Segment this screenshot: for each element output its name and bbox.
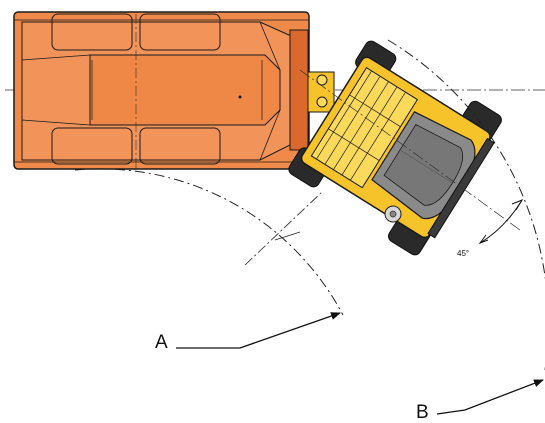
angle-label: 45°	[457, 249, 469, 258]
radius-guide-line	[244, 191, 323, 266]
front-tractor-unit	[288, 40, 502, 256]
articulation-joint	[307, 71, 335, 113]
outer-turning-arc	[387, 39, 545, 370]
leader-line-a	[176, 312, 341, 349]
rear-dump-body	[13, 11, 310, 170]
label-a: A	[155, 332, 168, 353]
leader-line-b	[436, 379, 544, 415]
front-centerline	[299, 69, 521, 231]
steering-angle-indicator: 45°	[457, 198, 524, 258]
label-b: B	[416, 402, 429, 423]
inner-turning-arc	[74, 168, 344, 316]
